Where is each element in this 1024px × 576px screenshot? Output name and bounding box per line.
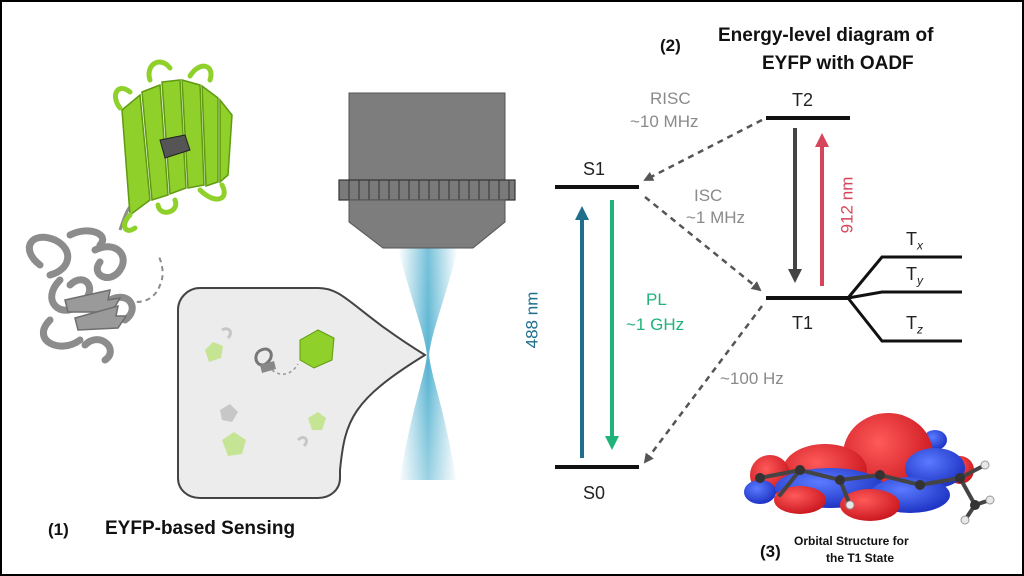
label-isc-line1: ISC <box>694 186 723 205</box>
laser-beam <box>398 248 458 480</box>
eyfp-protein-illustration <box>25 59 233 364</box>
label-pl-line1: PL <box>646 290 667 309</box>
label-t2: T2 <box>792 90 814 110</box>
objective-lens <box>338 92 516 249</box>
sublevel-ty <box>847 290 962 300</box>
label-risc-line2: ~10 MHz <box>630 112 699 131</box>
arrow-isc <box>644 196 762 292</box>
section3-number: (3) <box>760 542 781 561</box>
label-risc-line1: RISC <box>650 89 691 108</box>
label-t1-t2: 912 nm <box>837 176 857 234</box>
label-s0: S0 <box>583 483 606 503</box>
label-isc-line2: ~1 MHz <box>686 208 746 227</box>
label-tx: Tx <box>906 229 923 253</box>
label-excitation: 488 nm <box>522 291 542 349</box>
label-ty: Ty <box>906 264 923 288</box>
label-pl-line2: ~1 GHz <box>626 315 685 334</box>
section2-title-line1: Energy-level diagram of <box>718 25 934 46</box>
transition-arrows <box>575 118 829 464</box>
sublevel-tx <box>846 255 962 299</box>
section2-number: (2) <box>660 36 681 55</box>
label-tz: Tz <box>906 313 923 337</box>
orbital-structure-render <box>744 413 995 525</box>
section3-caption-line2: the T1 State <box>826 551 895 565</box>
label-s1: S1 <box>583 159 606 179</box>
section3-caption-line1: Orbital Structure for <box>794 534 909 548</box>
sample-callout <box>177 287 427 499</box>
label-phosphorescence: ~100 Hz <box>720 369 784 388</box>
section1-title: EYFP-based Sensing <box>105 518 296 539</box>
label-t1: T1 <box>792 313 814 333</box>
sublevel-tz <box>846 297 962 343</box>
section1-number: (1) <box>48 520 69 539</box>
section2-title-line2: EYFP with OADF <box>762 53 914 74</box>
energy-levels <box>555 116 962 469</box>
